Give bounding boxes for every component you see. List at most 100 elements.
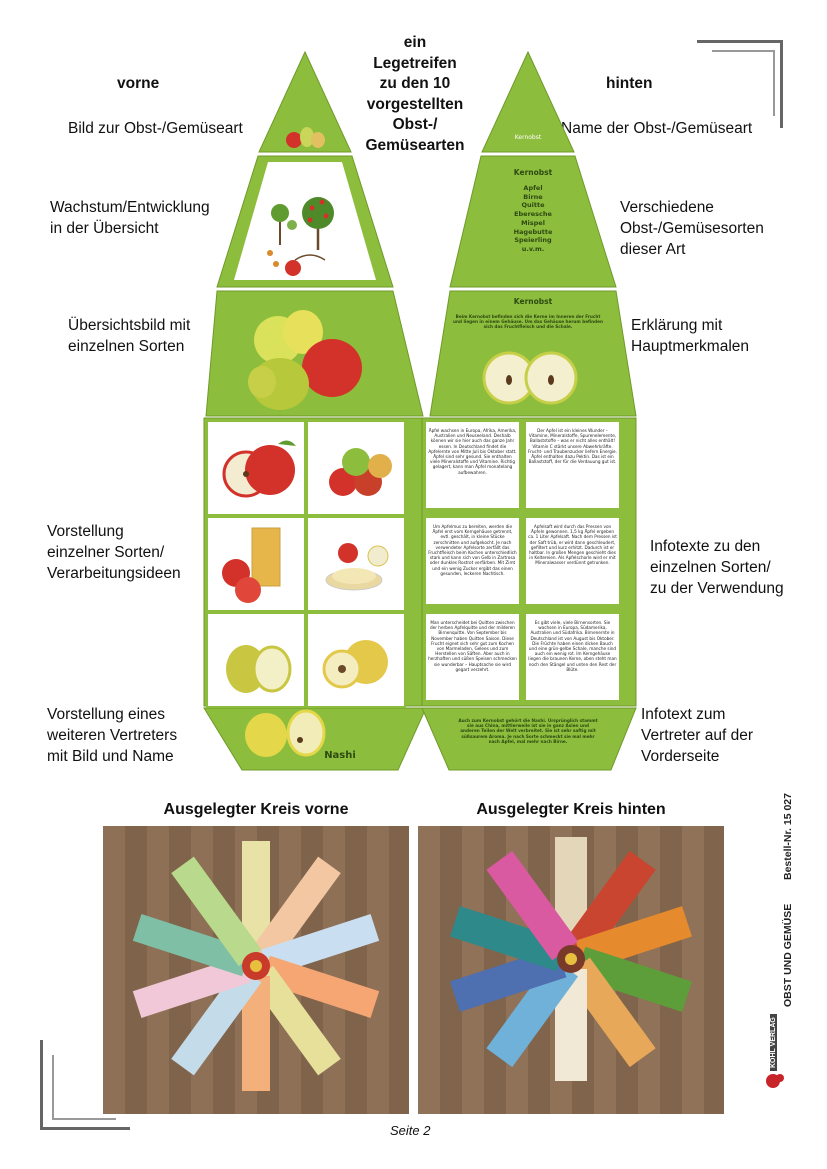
- photo-caption-front: Ausgelegter Kreis vorne: [163, 801, 349, 818]
- right-label-name: Name der Obst-/Gemüseart: [561, 118, 752, 139]
- apple-halves-icon: [482, 351, 578, 405]
- variety-item: Apfel: [523, 184, 543, 192]
- center-title-line: Gemüsearten: [365, 136, 465, 154]
- left-label-image: Bild zur Obst-/Gemüseart: [68, 118, 243, 139]
- label-line: einzelner Sorten/: [47, 544, 165, 561]
- info-cell: Äpfel wachsen in Europa, Afrika, Amerika…: [425, 421, 520, 509]
- label-line: weiteren Vertreters: [47, 727, 178, 744]
- corner-line: [52, 1055, 54, 1119]
- petal-strip: [486, 850, 579, 961]
- corner-line: [52, 1118, 116, 1120]
- publisher-logo: KOHL VERLAG: [770, 1014, 777, 1071]
- center-title-line: vorgestellten: [366, 95, 464, 113]
- petal-strip: [132, 955, 251, 1018]
- variety-item: u.v.m.: [521, 244, 545, 253]
- label-line: mit Bild und Name: [47, 748, 174, 765]
- petal-strip: [250, 965, 341, 1076]
- center-title-line: ein: [403, 34, 427, 51]
- nashi-fruit-icon: [245, 709, 326, 757]
- back-bottom-text: Auch zum Kernobst gehört die Nashi. Ursp…: [458, 718, 598, 744]
- front-cell-apple-cut: [206, 420, 306, 516]
- label-line: Infotexte zu den: [650, 538, 761, 555]
- info-cell: Man unterscheidet bei Quitten zwischen d…: [425, 613, 520, 701]
- label-line: in der Übersicht: [50, 220, 159, 237]
- right-label-kinds: Verschiedene Obst-/Gemüsesorten dieser A…: [620, 197, 764, 260]
- info-cell: Apfelsaft wird durch das Pressen von Äpf…: [525, 517, 620, 605]
- center-title-line: zu den 10: [379, 75, 451, 92]
- label-line: Vertreter auf der: [641, 727, 754, 744]
- photo-circle-front: [103, 826, 409, 1114]
- front-strip: Nashi: [200, 50, 430, 775]
- front-cell-apple-pile: [306, 420, 406, 516]
- order-number: Bestell-Nr. 15 027: [782, 793, 794, 880]
- left-label-growth: Wachstum/Entwicklung in der Übersicht: [50, 197, 210, 239]
- back-varieties-list: Apfel Birne Quitte Eberesche Mispel Hage…: [483, 184, 583, 254]
- petal-strip: [575, 946, 692, 1012]
- right-label-infotexts: Infotexte zu den einzelnen Sorten/ zu de…: [650, 536, 784, 599]
- back-label: hinten: [606, 75, 653, 92]
- center-title-line: Legetreifen: [373, 54, 457, 72]
- label-line: Hauptmerkmalen: [631, 338, 750, 355]
- label-line: Obst-/Gemüsesorten: [620, 220, 764, 237]
- tip-fruit-icon: [286, 127, 325, 148]
- label-line: Vorstellung: [47, 523, 124, 540]
- nashi-label: Nashi: [324, 750, 356, 761]
- variety-item: Mispel: [521, 218, 545, 227]
- right-label-explanation: Erklärung mit Hauptmerkmalen: [631, 315, 749, 357]
- photo-caption-back: Ausgelegter Kreis hinten: [476, 801, 666, 818]
- variety-item: Hagebutte: [513, 227, 553, 236]
- label-line: dieser Art: [620, 241, 686, 258]
- corner-line: [712, 50, 774, 52]
- back-strip: Kernobst Kernobst Apfel Birne Quitte Ebe…: [413, 50, 643, 775]
- variety-item: Eberesche: [514, 210, 552, 219]
- petal-strip: [250, 856, 341, 967]
- petal-strip: [563, 850, 656, 961]
- back-tip-name: Kernobst: [514, 134, 542, 141]
- page-number: Seite 2: [390, 1123, 431, 1138]
- label-line: Verarbeitungsideen: [47, 565, 181, 582]
- left-label-overview: Übersichtsbild mit einzelnen Sorten: [68, 315, 190, 357]
- corner-line: [773, 50, 775, 116]
- center-title-line: Obst-/: [392, 116, 438, 133]
- series-name: OBST UND GEMÜSE: [782, 903, 794, 1007]
- label-line: Erklärung mit: [631, 317, 723, 334]
- growth-cycle-icon: [267, 197, 334, 276]
- back-varieties-title: Kernobst: [513, 168, 553, 177]
- petal-strip: [261, 955, 380, 1018]
- label-line: Verschiedene: [620, 199, 714, 216]
- info-cell: Es gibt viele, viele Birnensorten. Sie w…: [525, 613, 620, 701]
- front-cell-apple-sauce: [306, 516, 406, 612]
- publisher-logo-icon: [766, 1074, 784, 1088]
- label-line: Vorstellung eines: [47, 706, 166, 723]
- label-line: Übersichtsbild mit: [68, 317, 191, 334]
- info-cell: Um Apfelmus zu bereiten, werden die Äpfe…: [425, 517, 520, 605]
- front-cell-apple-juice: [206, 516, 306, 612]
- corner-line: [697, 40, 783, 43]
- overview-fruit-icon: [248, 310, 362, 410]
- corner-line: [40, 1040, 43, 1130]
- label-line: Bild zur Obst-/Gemüseart: [68, 120, 243, 137]
- petal-strip: [171, 965, 262, 1076]
- info-cell: Der Apfel ist ein kleines Wunder – Vitam…: [525, 421, 620, 509]
- front-cell-quince: [306, 612, 406, 708]
- front-label: vorne: [117, 75, 160, 92]
- label-line: einzelnen Sorten/: [650, 559, 771, 576]
- variety-item: Speierling: [514, 236, 552, 245]
- corner-line: [40, 1127, 130, 1130]
- left-label-varieties: Vorstellung einzelner Sorten/ Verarbeitu…: [47, 521, 181, 584]
- petal-strip: [261, 914, 380, 977]
- back-explain-title: Kernobst: [513, 297, 553, 306]
- variety-item: Birne: [523, 192, 543, 201]
- label-line: Infotext zum: [641, 706, 726, 723]
- center-title: ein Legetreifen zu den 10 vorgestellten …: [356, 33, 474, 156]
- label-line: zu der Verwendung: [650, 580, 784, 597]
- petal-strip: [132, 914, 251, 977]
- front-cell-pear: [206, 612, 306, 708]
- label-line: Vorderseite: [641, 748, 720, 765]
- left-label-representative: Vorstellung eines weiteren Vertreters mi…: [47, 704, 177, 767]
- variety-item: Quitte: [521, 201, 545, 210]
- back-explain-text: Beim Kernobst befinden sich die Kerne im…: [453, 314, 603, 330]
- label-line: einzelnen Sorten: [68, 338, 185, 355]
- label-line: Wachstum/Entwicklung: [50, 199, 210, 216]
- petal-strip: [450, 906, 567, 972]
